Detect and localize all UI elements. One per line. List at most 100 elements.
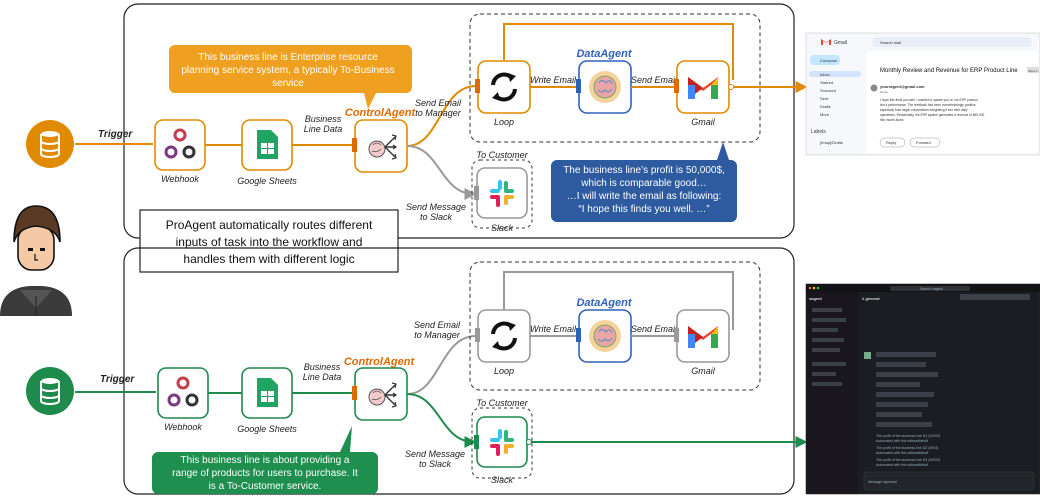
slack-icon (490, 429, 514, 456)
gmail-forward-label: Forward (916, 140, 931, 145)
gmail-node[interactable] (676, 60, 730, 114)
webhook-label: Webhook (164, 422, 202, 432)
gmail-folder-starred[interactable]: Starred (820, 80, 833, 85)
gmail-sender: yourragent@gmail.com (880, 84, 925, 89)
email-group (469, 261, 761, 391)
gmail-inbox-highlight (809, 71, 861, 77)
slack-avatar (864, 352, 871, 359)
trigger-label: Trigger (100, 374, 135, 385)
business-line-data-label-1: Business (305, 114, 342, 124)
gmail-forward-button[interactable] (909, 137, 941, 148)
slack-message-5: The profit of the business line D3 (3000… (876, 458, 940, 462)
gmail-body-5: this month alone. (880, 118, 904, 122)
agent-brain-icon (589, 71, 621, 103)
send-message-to-slack-2: to Slack (420, 212, 453, 222)
top-panel-frame (123, 3, 795, 239)
slack-composer[interactable] (863, 471, 1035, 491)
gmail-output-dot (728, 84, 734, 90)
loop-icon (491, 72, 517, 102)
webhook-label: Webhook (161, 174, 199, 184)
send-message-to-slack-2: to Slack (419, 459, 452, 469)
send-email-label: Send Email (631, 324, 678, 334)
webhook-node[interactable] (154, 119, 206, 171)
gmail-folder-inbox[interactable]: Inbox (820, 72, 830, 77)
agent-brain-icon (368, 134, 398, 160)
send-email-to-manager-2: to Manager (415, 108, 462, 118)
loop-node[interactable] (477, 309, 531, 363)
gmail-search-placeholder: Search mail (880, 40, 901, 45)
slack-blurred-content (812, 294, 1030, 427)
sheets-label: Google Sheets (237, 176, 297, 186)
loop-back-edge (503, 271, 734, 330)
edge-to-slack (406, 145, 477, 200)
gmail-node[interactable] (676, 309, 730, 363)
gmail-compose-label: Compose (820, 58, 838, 63)
gmail-folder-more[interactable]: More (820, 112, 830, 117)
callout-blue-line-4: “I hope this finds you well. …” (578, 204, 709, 215)
send-email-label: Send Email (631, 75, 678, 85)
gmail-reply-button[interactable] (879, 137, 906, 148)
slack-output-dot (526, 439, 532, 445)
send-email-to-manager-1: Send Email (414, 320, 461, 330)
center-note-line-3: handles them with different logic (183, 252, 354, 266)
loop-label: Loop (494, 366, 514, 376)
gmail-icon (688, 77, 718, 99)
callout-blue-line-1: The business line’s profit is 50,000$, (563, 165, 725, 176)
loop-label: Loop (494, 117, 514, 127)
business-line-data-label-1: Business (304, 362, 341, 372)
gmail-sender-avatar (870, 84, 878, 92)
slack-node[interactable] (476, 167, 528, 219)
gmail-search-input[interactable] (872, 37, 1032, 47)
gmail-folder-sent[interactable]: Sent (820, 96, 829, 101)
slack-node[interactable] (476, 416, 528, 468)
person-icon (0, 205, 72, 316)
gmail-label-item[interactable]: [Imap]/Drafts (820, 140, 843, 145)
center-note-line-2: inputs of task into the workflow and (176, 235, 363, 249)
gmail-folder-snoozed[interactable]: Snoozed (820, 88, 836, 93)
sheets-icon (257, 130, 278, 159)
edge-to-loop (406, 85, 477, 147)
callout-orange-line-3: service (272, 78, 304, 89)
top-panel: Trigger Webhook Google Sheets Business L… (26, 3, 808, 239)
callout-orange: This business line is Enterprise resourc… (169, 45, 412, 109)
bottom-panel: Trigger Webhook Google Sheets Business L… (26, 247, 808, 495)
control-agent-port (352, 138, 357, 152)
callout-orange-line-2: planning service system, a typically To-… (181, 65, 394, 76)
callout-orange-line-1: This business line is Enterprise resourc… (198, 52, 378, 63)
slack-label: Slack (491, 223, 514, 233)
bottom-panel-frame (123, 247, 795, 495)
slack-search-placeholder: Search sagent (920, 287, 943, 291)
gmail-port (674, 79, 679, 93)
gmail-subject: Monthly Review and Revenue for ERP Produ… (880, 68, 1018, 74)
gmail-body-3: especially from larger corporations inte… (880, 108, 968, 112)
gmail-folder-drafts[interactable]: Drafts (820, 104, 831, 109)
slack-message-1: The profit of the business line D1 (1000… (876, 434, 940, 438)
send-message-to-slack-1: Send Message (406, 202, 466, 212)
gmail-compose-button[interactable] (810, 55, 840, 65)
slack-icon (490, 180, 514, 207)
loop-node[interactable] (477, 60, 531, 114)
callout-green-line-3: is a To-Customer service. (209, 481, 322, 492)
slack-workspace: sagent (809, 296, 823, 301)
business-line-data-label-2: Line Data (304, 124, 343, 134)
email-group (469, 13, 761, 143)
database-icon (26, 367, 74, 415)
webhook-node[interactable] (157, 367, 209, 419)
send-message-to-slack-1: Send Message (405, 449, 465, 459)
gmail-logo-icon (821, 39, 831, 45)
gmail-reply-label: Reply (886, 140, 896, 145)
control-agent-title: ControlAgent (345, 107, 417, 119)
control-agent-port (352, 386, 357, 400)
center-note: ProAgent automatically routes different … (139, 209, 399, 273)
slack-search-input[interactable] (890, 286, 970, 291)
sheets-icon (257, 378, 278, 407)
write-email-label: Write Email (530, 75, 577, 85)
gmail-subject-badge (1027, 67, 1039, 73)
gmail-label: Gmail (691, 117, 716, 127)
gmail-label: Gmail (691, 366, 716, 376)
gmail-port (674, 328, 679, 342)
data-agent-port (576, 79, 581, 93)
agent-brain-icon (589, 320, 621, 352)
slack-message-3: The profit of the business line D2 (3904… (876, 446, 938, 450)
edge-to-loop (406, 335, 477, 395)
